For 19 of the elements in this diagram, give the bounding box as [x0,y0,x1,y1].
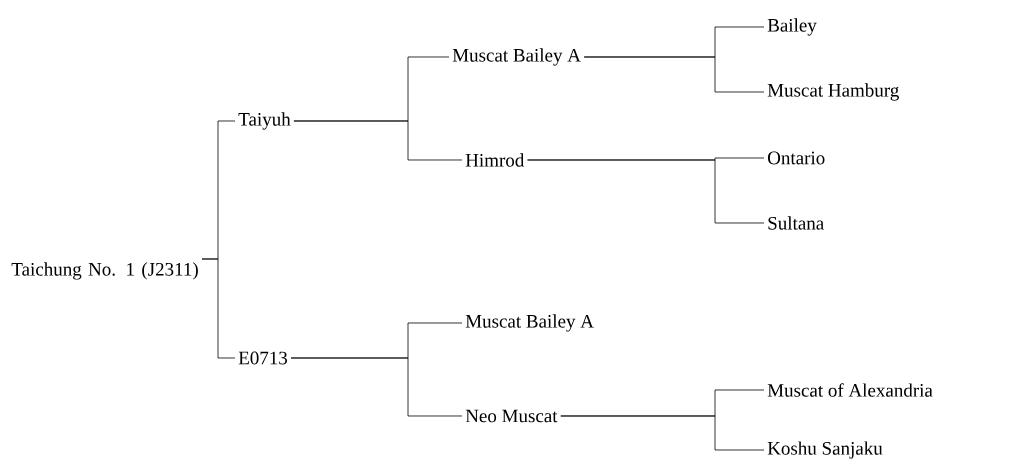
variety-label: Ontario [768,151,825,165]
variety-label: Taichung No. 1 (J2311) [11,262,198,280]
pedigree-line [290,357,463,417]
variety-label: Neo Muscat [465,409,558,423]
variety-label: Koshu Sanjaku [767,441,883,459]
pedigree-line [560,415,765,451]
variety-label: Muscat Hamburg [767,83,899,101]
variety-label: Muscat Bailey A [465,314,594,332]
variety-label: Taiyuh [238,112,291,130]
pedigree-line [201,258,236,359]
pedigree-line [293,120,463,161]
variety-label: Himrod [465,153,525,167]
variety-label: Muscat Bailey A [452,48,581,66]
pedigree-line [583,56,765,93]
variety-label: Sultana [768,216,824,230]
variety-label: Bailey [767,18,817,36]
variety-label: E0713 [238,351,288,365]
pedigree-line [527,159,765,224]
variety-label: Muscat of Alexandria [767,383,933,397]
